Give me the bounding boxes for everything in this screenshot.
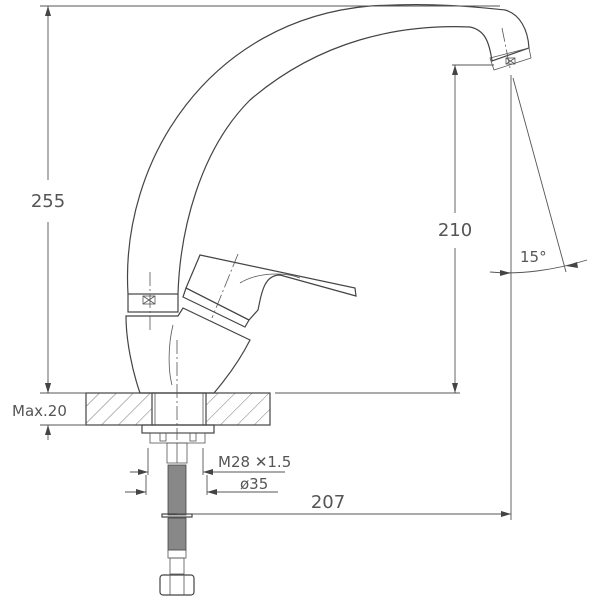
swivel-angle-label: 15° [520, 248, 547, 266]
mounting-hardware [141, 424, 215, 464]
total-height-label: 255 [31, 191, 65, 212]
spout-reach-label: 207 [311, 492, 345, 513]
lever-handle [182, 253, 357, 328]
dimension-spout-height: 210 [438, 64, 494, 393]
thread-size-label: M28 ✕1.5 [218, 453, 291, 471]
dimension-spout-reach: 207 [177, 492, 511, 517]
dimension-thread: M28 ✕1.5 [130, 448, 291, 475]
multiply-icon: ✕ [255, 453, 268, 471]
dimension-swivel-angle: 15° [489, 75, 588, 520]
dimension-total-height: 255 [31, 5, 500, 394]
countertop-section [85, 392, 460, 426]
max-thickness-label: Max.20 [12, 402, 67, 420]
dimension-hole-diameter: ø35 [125, 475, 278, 495]
spout [126, 4, 532, 295]
flex-hose [159, 464, 195, 596]
faucet-body [125, 272, 251, 440]
dimension-deck-thickness: Max.20 [12, 380, 86, 440]
spout-height-label: 210 [438, 220, 472, 241]
hole-diameter-label: ø35 [240, 475, 268, 493]
